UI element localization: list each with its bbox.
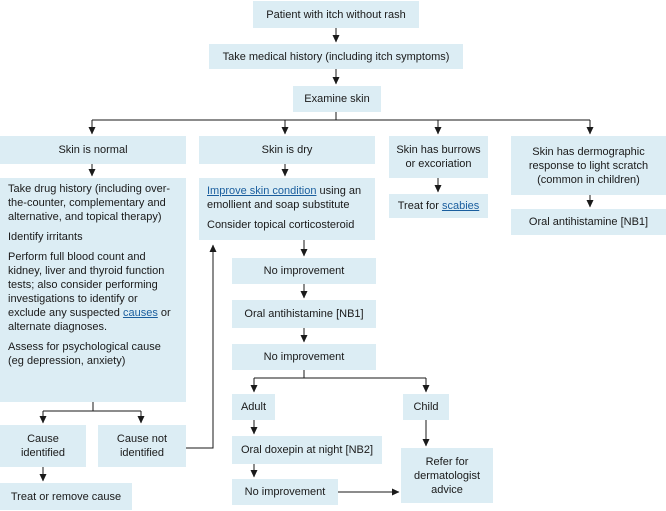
node-adult: Adult (232, 394, 275, 420)
node-cause-not-identified-line-2: identified (119, 447, 165, 459)
node-child: Child (403, 394, 449, 420)
improve-skin-link[interactable]: Improve skin condition (207, 185, 317, 197)
scabies-link[interactable]: scabies (441, 200, 480, 212)
node-antihistamine-derm-text: Oral antihistamine [NB1] (528, 216, 649, 228)
node-cause-not-identified: Cause not identified (98, 425, 186, 467)
node-examine-skin-text: Examine skin (304, 93, 370, 105)
dry-action-steroid: Consider topical corticosteroid (207, 219, 355, 231)
node-antihistamine-dry: Oral antihistamine [NB1] (232, 300, 376, 328)
normal-action-tests-text: Perform full blood count and kidney, liv… (8, 251, 165, 319)
node-no-improvement-1: No improvement (232, 258, 376, 284)
node-skin-dry-text: Skin is dry (261, 144, 313, 156)
node-cause-identified-line-1: Cause (27, 433, 59, 445)
normal-action-irritants: Identify irritants (8, 231, 83, 243)
node-no-improvement-3-text: No improvement (244, 486, 326, 498)
node-cause-not-identified-line-1: Cause not (116, 433, 168, 445)
node-treat-scabies-text: Treat for scabies (398, 199, 480, 213)
node-skin-burrows-line-1: Skin has burrows (396, 144, 481, 156)
node-no-improvement-2: No improvement (232, 344, 376, 370)
dry-action-improve-text: using an emollient and soap substitute (207, 185, 362, 211)
node-refer-line-3: advice (431, 483, 463, 496)
node-medical-history-text: Take medical history (including itch sym… (222, 50, 450, 63)
node-start: Patient with itch without rash (253, 1, 419, 28)
node-skin-normal-text: Skin is normal (58, 144, 128, 156)
normal-action-psych: Assess for psychological cause (eg depre… (8, 341, 161, 367)
node-adult-text: Adult (240, 401, 267, 413)
node-no-improvement-2-text: No improvement (263, 351, 345, 363)
node-refer-dermatologist: Refer for dermatologist advice (401, 448, 493, 503)
node-start-text: Patient with itch without rash (266, 8, 406, 21)
node-refer-line-2: dermatologist (413, 469, 481, 482)
node-treat-remove-cause: Treat or remove cause (0, 483, 132, 510)
node-antihistamine-derm: Oral antihistamine [NB1] (511, 209, 666, 235)
node-treat-remove-cause-text: Treat or remove cause (10, 490, 122, 503)
node-no-improvement-1-text: No improvement (263, 265, 345, 277)
treat-for-text: Treat for (397, 200, 442, 212)
node-refer-line-1: Refer for (425, 455, 469, 468)
node-no-improvement-3: No improvement (232, 479, 338, 505)
node-doxepin: Oral doxepin at night [NB2] (232, 436, 382, 464)
node-skin-normal: Skin is normal (0, 136, 186, 164)
node-skin-dermographic-line-2: response to light scratch (528, 159, 649, 172)
node-cause-identified: Cause identified (0, 425, 86, 467)
node-examine-skin: Examine skin (293, 86, 381, 112)
arrow-cause-not-identified-to-dry (186, 244, 217, 449)
node-skin-dermographic: Skin has dermographic response to light … (511, 136, 666, 195)
normal-action-drug-history: Take drug history (including over-the-co… (8, 183, 171, 223)
node-dry-actions: Improve skin condition using an emollien… (199, 178, 375, 240)
node-skin-burrows-line-2: or excoriation (405, 158, 472, 170)
node-skin-dermographic-line-1: Skin has dermographic (532, 145, 645, 158)
dry-action-improve: Improve skin condition using an emollien… (207, 184, 367, 212)
normal-action-tests: Perform full blood count and kidney, liv… (8, 250, 178, 334)
node-skin-dermographic-line-3: (common in children) (537, 173, 640, 186)
node-treat-scabies: Treat for scabies (389, 194, 488, 218)
node-child-text: Child (413, 401, 439, 413)
node-medical-history: Take medical history (including itch sym… (209, 44, 463, 69)
causes-link[interactable]: causes (122, 307, 158, 319)
node-cause-identified-line-2: identified (20, 447, 66, 459)
node-antihistamine-dry-text: Oral antihistamine [NB1] (244, 308, 364, 320)
node-skin-burrows: Skin has burrows or excoriation (389, 136, 488, 178)
node-skin-dry: Skin is dry (199, 136, 375, 164)
normal-action-tests-tail: or alternate diagnoses. (8, 307, 171, 333)
node-doxepin-text: Oral doxepin at night [NB2] (240, 444, 374, 456)
node-normal-actions: Take drug history (including over-the-co… (0, 178, 186, 402)
